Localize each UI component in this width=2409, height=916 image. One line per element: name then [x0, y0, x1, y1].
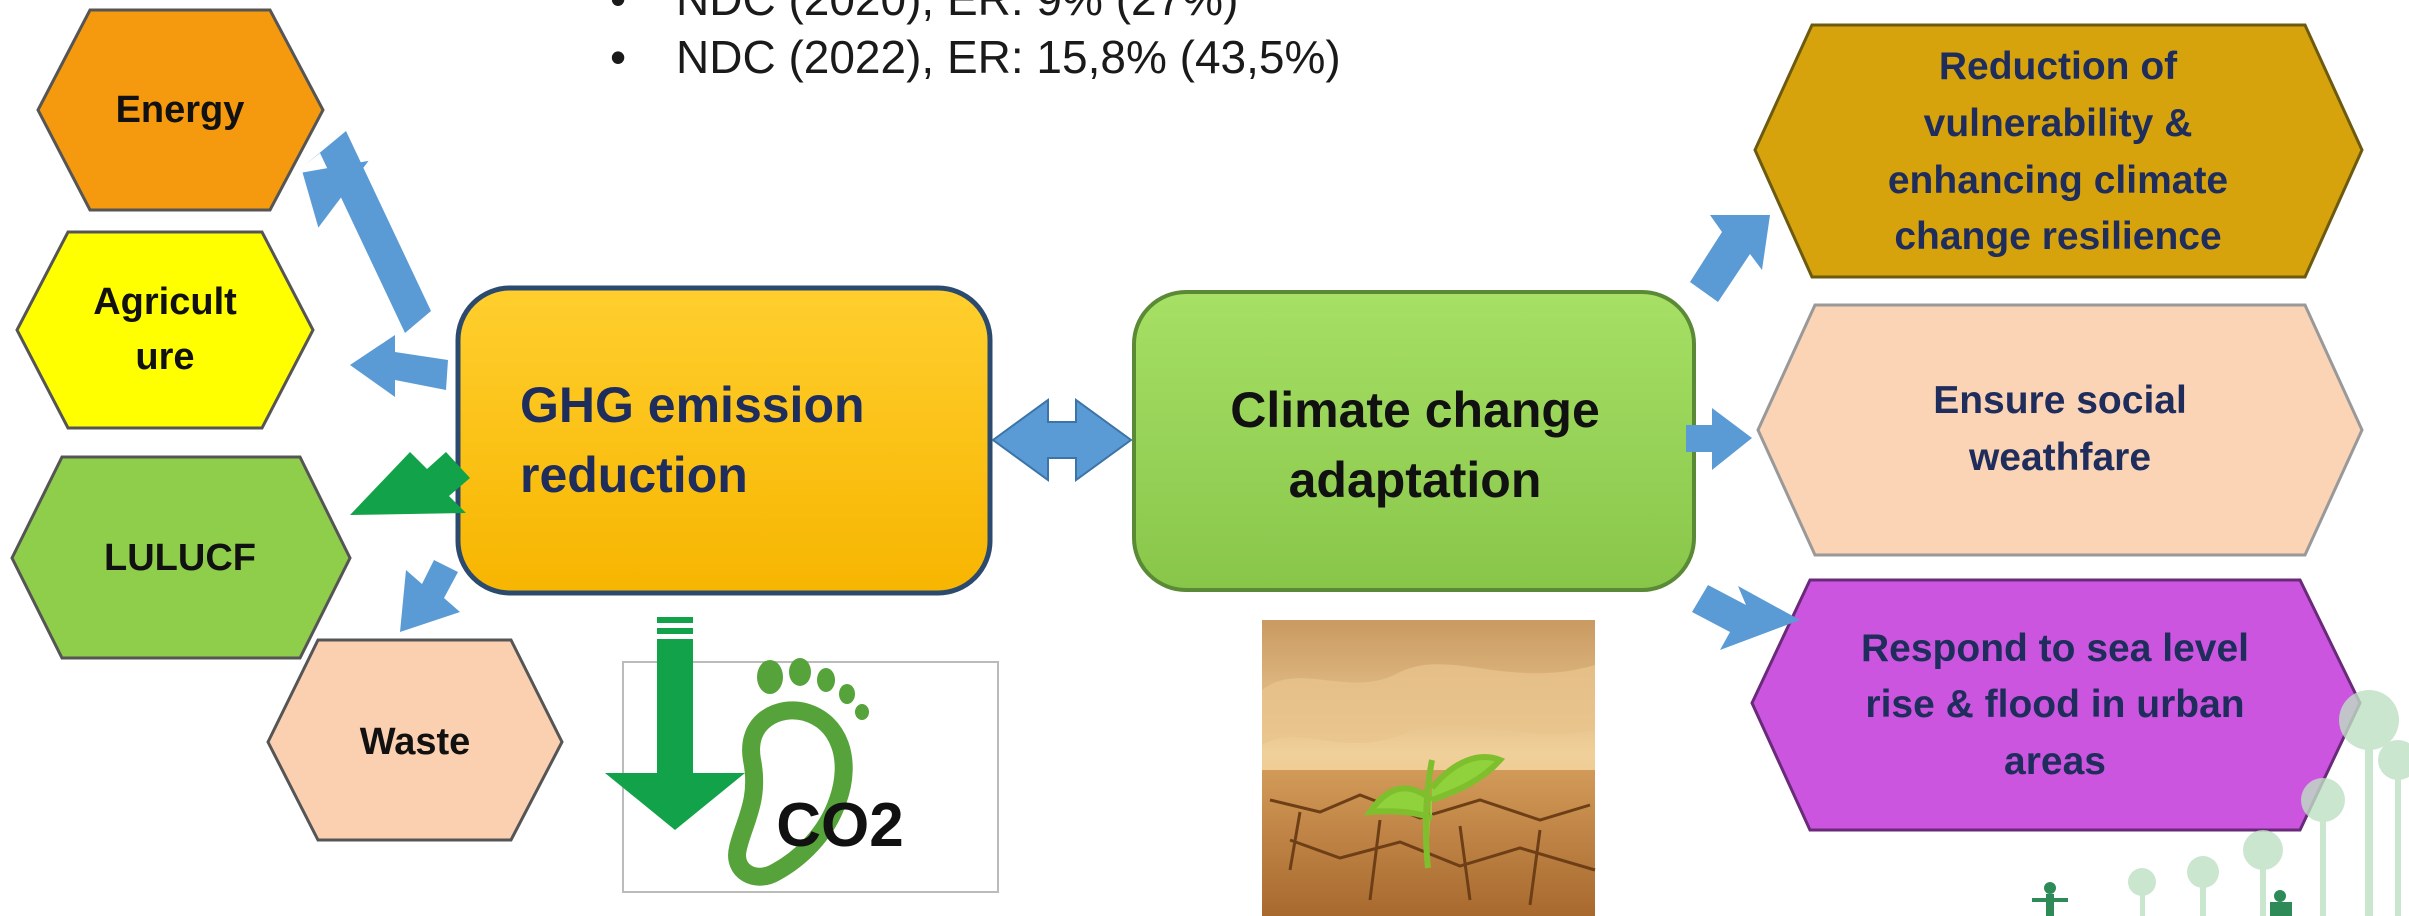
co2-label: CO2: [770, 790, 910, 860]
arrow-to-welfare: [1686, 408, 1752, 470]
arrow-to-lulucf: [350, 452, 470, 515]
tree-silhouette-decoration: [2128, 690, 2409, 916]
lulucf-hexagon: [10, 455, 352, 660]
sector-waste-label: Waste: [359, 720, 471, 763]
arrow-to-energy-head: [302, 160, 369, 228]
waste-hexagon: [266, 638, 564, 842]
double-arrow: [991, 398, 1133, 482]
arrow-to-waste: [400, 560, 460, 632]
ndc-notes: NDC (2020), ER: 9% (27%) NDC (2022), ER:…: [610, 0, 1341, 86]
mitigation-label: GHG emission reduction: [520, 377, 865, 503]
drought-seedling-photo: [1262, 620, 1596, 916]
goal-welfare-label: Ensure social weathfare: [1933, 379, 2187, 479]
goal-flood-label: Respond to sea level rise & flood in urb…: [1861, 626, 2249, 783]
sector-agriculture-label: Agricult ure: [93, 280, 237, 378]
ndc-note: NDC (2020), ER: 9% (27%): [610, 0, 1341, 28]
arrow-to-agriculture: [350, 335, 448, 397]
arrow-to-resilience: [1690, 215, 1770, 302]
arrow-to-flood: [1692, 585, 1800, 650]
sector-energy-label: Energy: [115, 88, 245, 131]
co2-text: CO2: [776, 790, 904, 860]
ndc-note: NDC (2022), ER: 15,8% (43,5%): [610, 28, 1341, 86]
energy-hexagon: [36, 8, 325, 212]
goal-resilience-label: Reduction of vulnerability & enhancing c…: [1887, 45, 2229, 259]
people-silhouette-decoration: [2032, 882, 2292, 916]
co2-footprint-image: [605, 617, 999, 893]
goal-welfare-hexagon: [1756, 303, 2364, 557]
sector-lulucf-label: LULUCF: [104, 536, 256, 579]
mitigation-box: [455, 285, 993, 596]
seedling-icon: [1363, 754, 1506, 869]
agriculture-hexagon: [15, 230, 315, 430]
footprint-icon: [728, 701, 853, 886]
adaptation-label: Climate change adaptation: [1230, 382, 1600, 508]
goal-resilience-hexagon: [1753, 23, 2364, 279]
